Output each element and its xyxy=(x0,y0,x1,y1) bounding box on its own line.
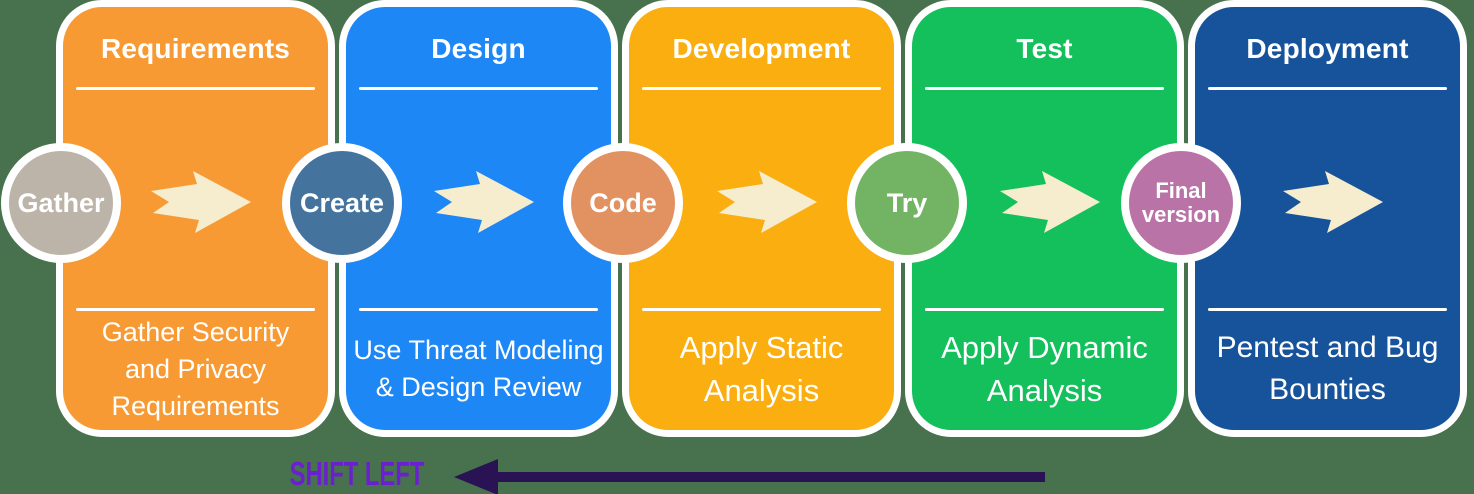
stage-practice-deployment: Pentest and Bug Bounties xyxy=(1216,331,1439,406)
practice-divider xyxy=(1208,308,1447,311)
milestone-label: Gather xyxy=(17,187,105,218)
practice-divider xyxy=(925,308,1164,311)
forward-arrow xyxy=(434,171,534,233)
title-divider xyxy=(359,87,598,90)
shift-left-arrow xyxy=(454,459,1045,494)
stage-title-design: Design xyxy=(431,33,526,64)
milestone-label: Final version xyxy=(1141,178,1221,227)
stage-practice-test: Apply Dynamic Analysis xyxy=(941,330,1148,408)
stage-title-deployment: Deployment xyxy=(1246,33,1409,64)
milestone-label: Code xyxy=(589,187,657,218)
milestone-create: Create xyxy=(282,143,402,263)
forward-arrow xyxy=(1000,171,1100,233)
milestone-label: Create xyxy=(299,187,385,218)
milestone-code: Code xyxy=(563,143,683,263)
practice-divider xyxy=(359,308,598,311)
stage-title-development: Development xyxy=(672,33,851,64)
title-divider xyxy=(925,87,1164,90)
milestone-final-version: Final version xyxy=(1121,143,1241,263)
stage-title-requirements: Requirements xyxy=(100,33,291,64)
stage-panel-design: Design Use Threat Modeling & Design Revi… xyxy=(339,0,618,437)
stage-practice-requirements: Gather Security and Privacy Requirements xyxy=(101,316,290,421)
title-divider xyxy=(1208,87,1447,90)
stage-practice-development: Apply Static Analysis xyxy=(679,330,844,408)
practice-divider xyxy=(76,308,315,311)
forward-arrow xyxy=(717,171,817,233)
milestone-label: Try xyxy=(886,187,928,218)
title-divider xyxy=(76,87,315,90)
title-divider xyxy=(642,87,881,90)
forward-arrow xyxy=(1283,171,1383,233)
stage-title-test: Test xyxy=(1016,33,1073,64)
milestone-try: Try xyxy=(847,143,967,263)
shift-left-label: SHIFT LEFT xyxy=(289,455,425,492)
practice-divider xyxy=(642,308,881,311)
forward-arrow xyxy=(151,171,251,233)
stage-practice-design: Use Threat Modeling & Design Review xyxy=(353,335,604,402)
milestone-gather: Gather xyxy=(1,143,121,263)
